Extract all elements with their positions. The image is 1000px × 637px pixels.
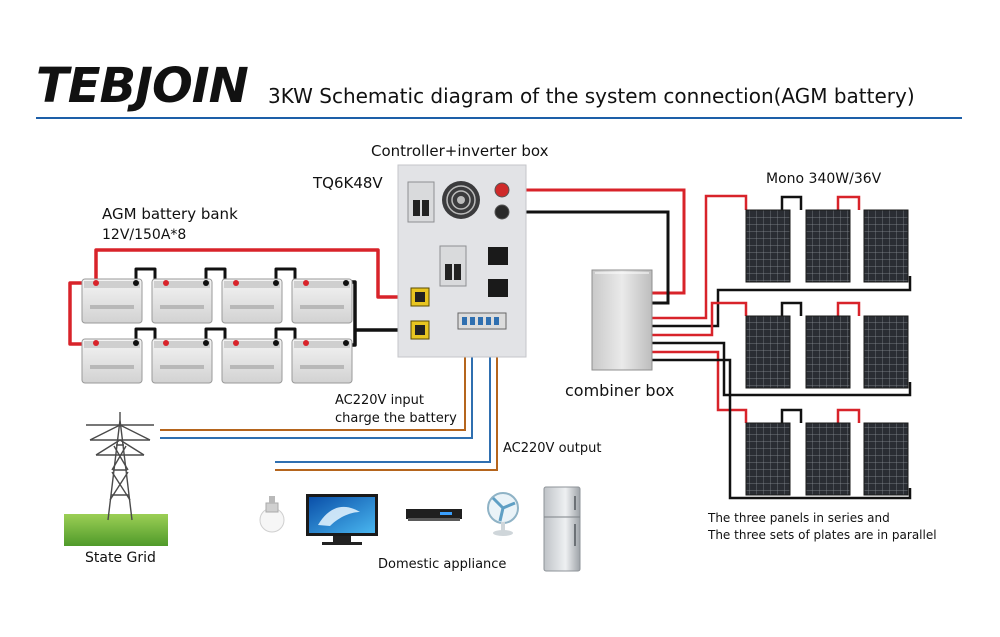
combiner-box-label: combiner box <box>565 381 675 400</box>
brand-logo: TEBJOIN <box>36 58 249 114</box>
series-note: The three panels in series and <box>708 511 890 525</box>
solar-panel <box>745 422 791 496</box>
header-divider <box>36 117 962 119</box>
light-bulb-icon <box>259 496 285 533</box>
ac-input-label: AC220V input <box>335 393 425 408</box>
set-top-box-icon <box>406 509 462 521</box>
panel-spec-label: Mono 340W/36V <box>766 171 882 187</box>
pv-positive-terminal <box>494 182 510 198</box>
ac-input-sublabel: charge the battery <box>335 411 457 426</box>
battery <box>151 338 213 384</box>
solar-panel <box>805 209 851 283</box>
ac-output-label: AC220V output <box>503 441 602 456</box>
ac-wiring <box>160 322 498 471</box>
battery <box>81 338 143 384</box>
battery <box>81 278 143 324</box>
battery <box>151 278 213 324</box>
battery-spec-label: 12V/150A*8 <box>102 227 187 243</box>
refrigerator-icon <box>543 486 581 572</box>
power-pylon-icon <box>64 412 168 546</box>
agm-battery-bank <box>81 278 353 384</box>
solar-panel-arrays <box>745 209 909 496</box>
fan-icon <box>442 181 480 219</box>
battery-bank-label: AGM battery bank <box>102 205 238 223</box>
solar-panel <box>745 315 791 389</box>
breaker-top <box>407 181 435 223</box>
electric-fan-icon <box>487 492 519 536</box>
battery <box>291 278 353 324</box>
controller-box-label: Controller+inverter box <box>371 142 549 160</box>
solar-panel <box>805 315 851 389</box>
controller-inverter-box <box>397 164 527 358</box>
diagram-title: 3KW Schematic diagram of the system conn… <box>268 84 915 108</box>
array-wiring <box>652 194 912 500</box>
battery <box>221 338 283 384</box>
state-grid-label: State Grid <box>85 550 156 566</box>
dc-socket <box>488 247 508 265</box>
combiner-box <box>591 269 653 371</box>
solar-panel <box>863 315 909 389</box>
solar-panel <box>805 422 851 496</box>
solar-panel <box>745 209 791 283</box>
breaker-bottom <box>439 245 467 287</box>
battery <box>221 278 283 324</box>
domestic-appliance-label: Domestic appliance <box>378 557 507 572</box>
pv-input-wiring <box>510 188 686 305</box>
parallel-note: The three sets of plates are in parallel <box>708 528 937 542</box>
television-icon <box>306 494 378 545</box>
pv-negative-terminal <box>494 204 510 220</box>
dc-socket <box>488 279 508 297</box>
model-label: TQ6K48V <box>313 174 383 192</box>
solar-panel <box>863 422 909 496</box>
solar-panel <box>863 209 909 283</box>
battery <box>291 338 353 384</box>
